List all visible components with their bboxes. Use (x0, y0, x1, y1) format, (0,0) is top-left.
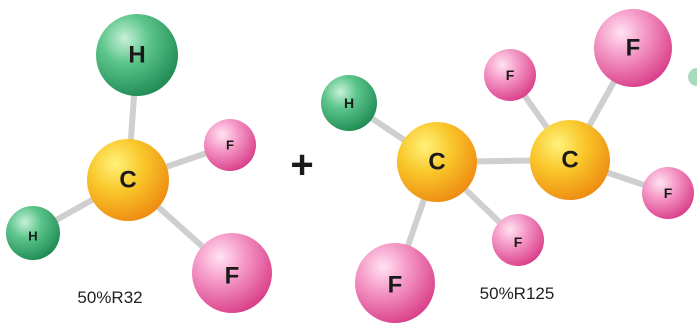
atom-f-right-small: F (204, 119, 256, 171)
atom-label: F (388, 272, 403, 299)
atom-f-bottom-large: F (192, 233, 272, 313)
caption-r32: 50%R32 (77, 288, 142, 307)
atom-c-left: C (397, 122, 477, 202)
atom-f-top-small: F (484, 49, 536, 101)
atom-h: H (321, 75, 377, 131)
edge-decoration (688, 68, 697, 86)
atom-label: H (28, 229, 37, 244)
atom-f-bottom-small: F (492, 214, 544, 266)
molecule-r125: H F F F F C C F 50%R125 (321, 9, 694, 323)
atom-label: F (664, 185, 673, 201)
molecule-r32: H F H C F 50%R32 (6, 14, 272, 313)
plus-sign: + (290, 143, 313, 187)
atom-label: F (225, 263, 240, 290)
atom-label: C (119, 167, 136, 194)
atom-f-top-large: F (594, 9, 672, 87)
atom-label: F (626, 35, 641, 62)
atom-label: F (226, 138, 234, 153)
atom-h-top: H (96, 14, 178, 96)
atom-label: C (428, 149, 445, 176)
atom-h-left: H (6, 206, 60, 260)
atom-f-bottom-large: F (355, 243, 435, 323)
atom-c-center: C (87, 139, 169, 221)
atom-f-right: F (642, 167, 694, 219)
atom-label: H (128, 42, 145, 69)
atom-label: H (344, 95, 354, 111)
atom-label: F (514, 234, 523, 250)
caption-r125: 50%R125 (480, 284, 555, 303)
atom-c-right: C (530, 120, 610, 200)
atom-label: F (506, 67, 515, 83)
atom-label: C (561, 147, 578, 174)
